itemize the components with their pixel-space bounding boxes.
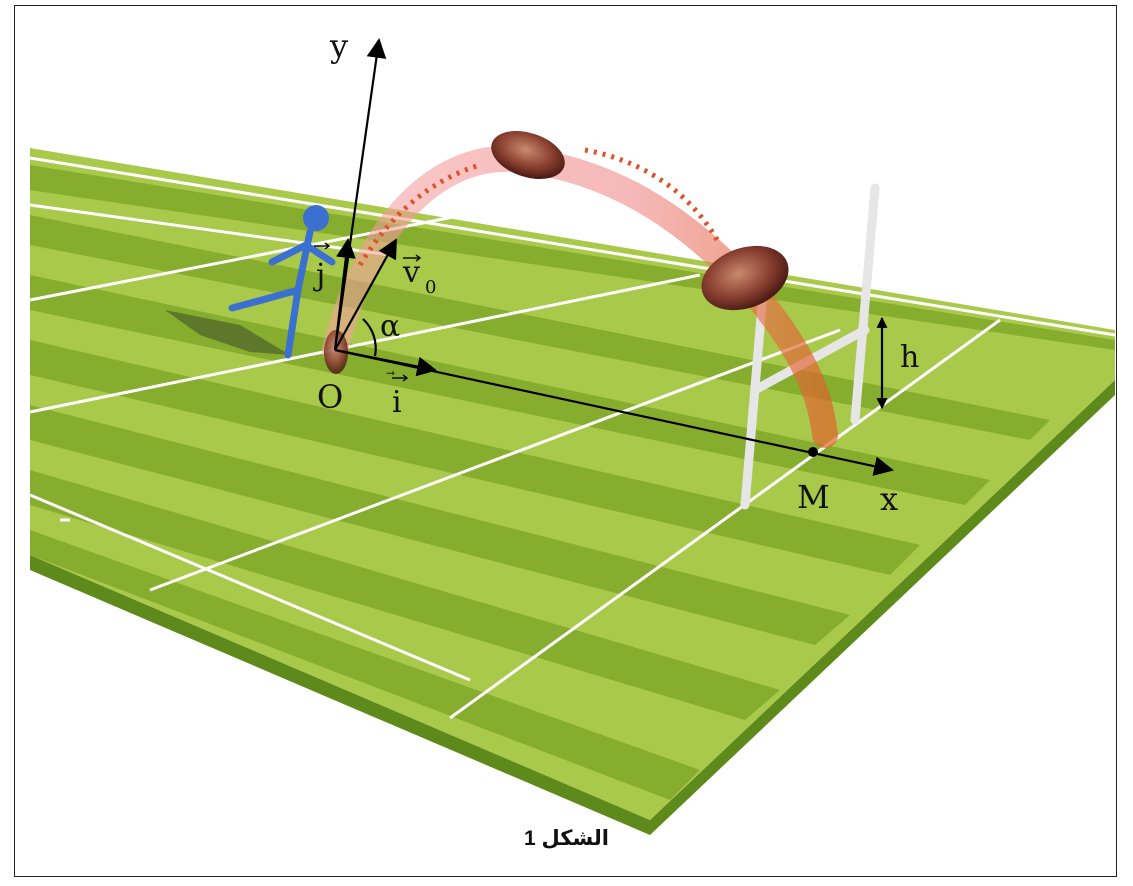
unit-j-vector (333, 238, 356, 351)
trajectory-dots-right (584, 147, 723, 247)
y-axis-label: y (329, 27, 348, 65)
unit-i-label: i (392, 385, 402, 420)
x-axis-label: x (880, 480, 898, 518)
field-lines (29, 156, 1116, 720)
velocity-subscript: 0 (425, 277, 436, 298)
y-axis (333, 38, 387, 351)
unit-j-label: j (313, 258, 325, 293)
velocity-vector (334, 238, 397, 351)
axes (333, 38, 894, 476)
field (29, 148, 1116, 835)
vector-hats (314, 242, 422, 382)
velocity-label: v (402, 255, 420, 290)
origin-label: O (317, 378, 343, 416)
angle-label: α (380, 309, 400, 344)
player-icon (165, 205, 336, 359)
point-m-dot (808, 447, 818, 457)
unit-i-vector (334, 348, 437, 377)
rugby-ball-icon (324, 131, 789, 374)
height-label: h (900, 340, 919, 375)
trajectory-dots-left (357, 162, 481, 267)
angle-arc (362, 318, 377, 357)
point-m-label: M (797, 478, 830, 516)
figure-caption: الشكل 1 (524, 827, 609, 850)
